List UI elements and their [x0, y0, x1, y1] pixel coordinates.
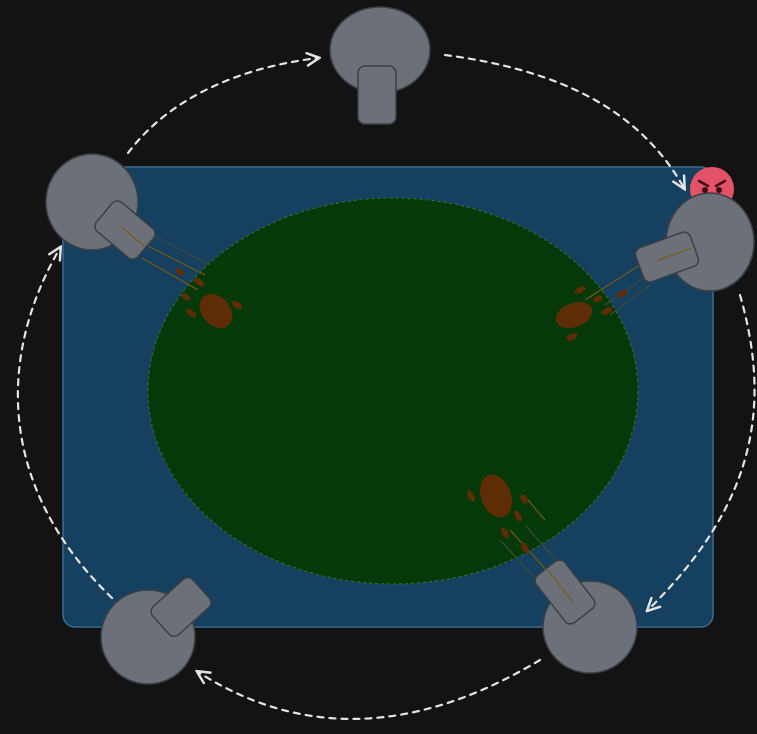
path-arrow-left-to-top: [126, 58, 318, 155]
turret-left: [45, 153, 156, 260]
spore-swarm-icon: [199, 293, 233, 329]
spore-swarm-right: [555, 264, 656, 341]
turret-right-barrel-overlay: [634, 231, 700, 283]
spore-swarm-left: [141, 235, 243, 329]
spore-swarm-icon: [555, 301, 593, 329]
path-arrow-bottom-left-to-left: [16, 248, 114, 600]
rotation-path: [16, 55, 756, 720]
turret-top: [329, 6, 431, 125]
center-pitch: [147, 197, 639, 585]
spore-swarm-icon: [480, 474, 512, 518]
path-arrow-right-to-bottom-right: [648, 293, 756, 610]
path-arrow-bottom-right-to-bottom-left: [198, 658, 542, 720]
turret-barrel: [357, 65, 397, 125]
turret-bottom-left: [100, 576, 212, 685]
turret-barrel: [150, 576, 212, 638]
spore-swarm-bottom: [467, 474, 561, 579]
turret-bottom-right: [534, 559, 638, 674]
